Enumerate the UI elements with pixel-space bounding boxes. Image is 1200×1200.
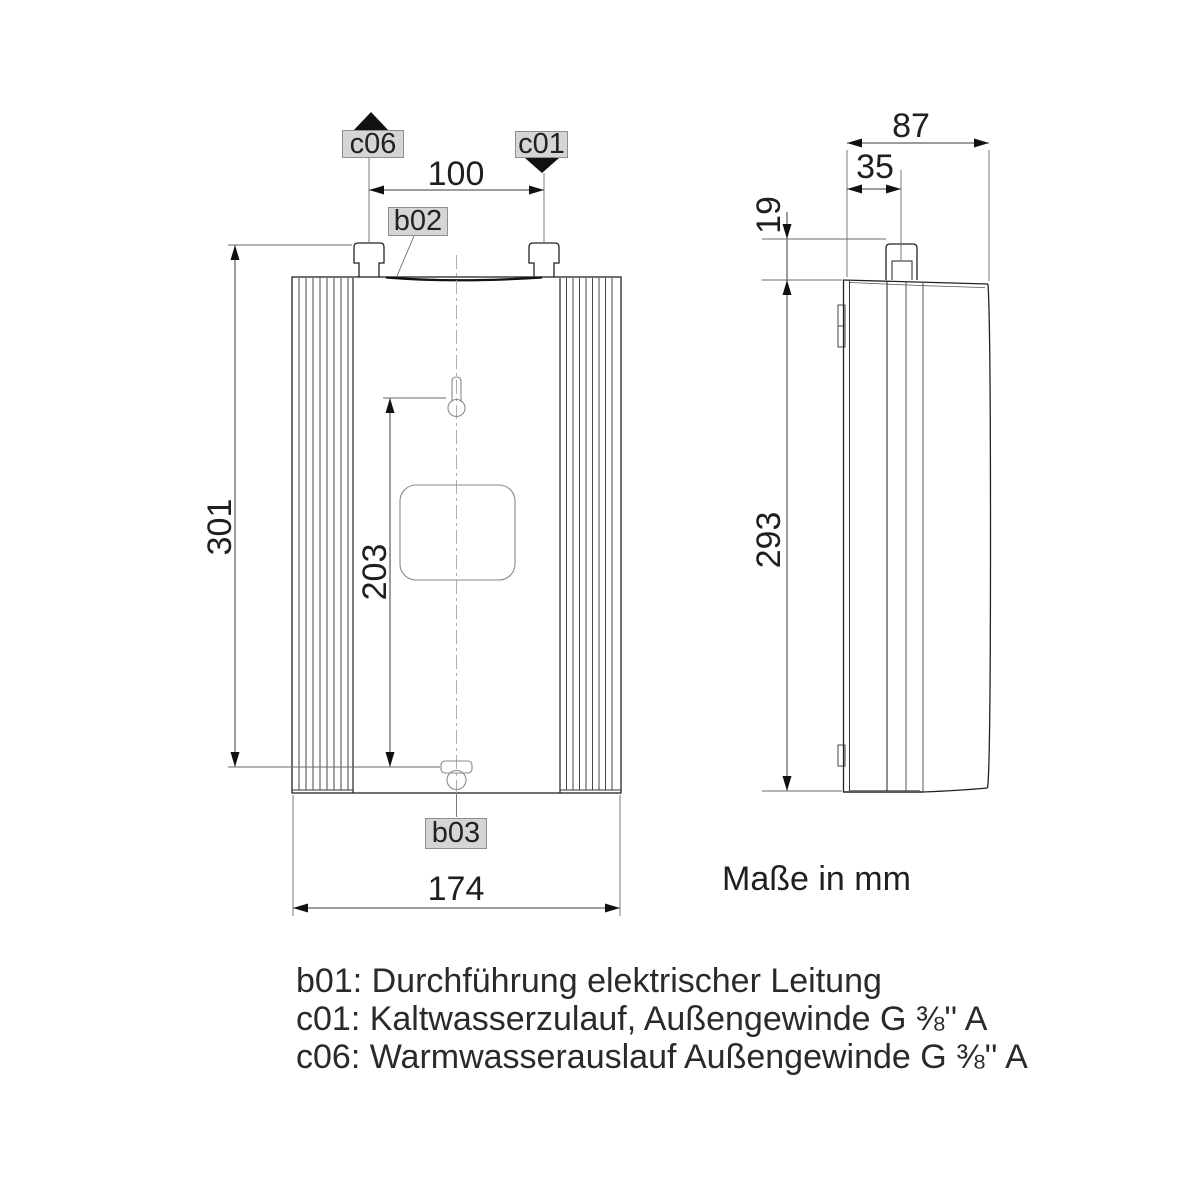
- front-view: [291, 242, 622, 795]
- dim-19: 19: [750, 196, 788, 234]
- dim-203: 203: [356, 543, 394, 601]
- legend-item-c06: c06: Warmwasserauslauf Außengewinde G ⅜'…: [296, 1038, 1028, 1076]
- dim-35: 35: [856, 148, 894, 186]
- label-c01: c01: [515, 128, 568, 160]
- left-rib-band: [292, 278, 354, 793]
- label-c06: c06: [342, 128, 404, 160]
- units-note: Maße in mm: [722, 860, 911, 898]
- dimension-lines: [234, 142, 989, 909]
- cable-grommet-top: [385, 276, 543, 282]
- pipe-nipple-inner: [891, 260, 913, 280]
- legend: b01: Durchführung elektrischer Leitung c…: [296, 962, 1028, 1076]
- cold-water-nipple-front: [528, 242, 560, 277]
- extension-lines: [228, 150, 990, 916]
- bottom-fitting: [440, 760, 473, 791]
- dimension-arrows: [230, 138, 989, 913]
- b02-leader-line: [396, 235, 415, 277]
- wall-brackets: [837, 304, 846, 767]
- flow-arrows: [353, 112, 559, 173]
- dim-293: 293: [750, 511, 788, 569]
- warm-water-nipple-front: [353, 242, 385, 277]
- keyhole-slot: [447, 376, 466, 418]
- side-view: [837, 243, 992, 793]
- legend-item-b01: b01: Durchführung elektrischer Leitung: [296, 962, 882, 1000]
- dim-87: 87: [892, 107, 930, 145]
- dim-174: 174: [427, 870, 485, 908]
- dim-100: 100: [427, 155, 485, 193]
- dim-301: 301: [201, 498, 239, 556]
- side-front-face: [986, 283, 992, 789]
- front-window: [399, 484, 516, 581]
- label-b02: b02: [388, 205, 448, 237]
- pipe-nipple-side: [885, 243, 918, 280]
- arrow-up-icon: [353, 112, 389, 131]
- right-rib-band: [559, 278, 621, 793]
- label-b03: b03: [425, 817, 487, 849]
- arrow-down-icon: [525, 158, 559, 173]
- legend-item-c01: c01: Kaltwasserzulauf, Außengewinde G ⅜'…: [296, 1000, 988, 1038]
